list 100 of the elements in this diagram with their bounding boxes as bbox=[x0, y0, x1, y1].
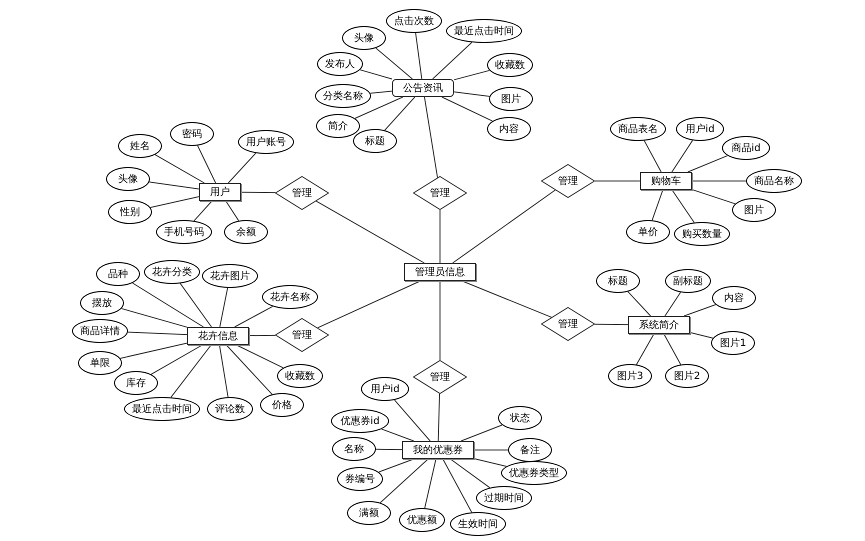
node-label: 单限 bbox=[90, 356, 110, 370]
node-label: 图片1 bbox=[720, 336, 746, 350]
attribute-ellipse bbox=[487, 117, 531, 141]
node-label: 管理 bbox=[292, 187, 312, 200]
node-label: 余额 bbox=[236, 226, 256, 239]
node-label: 简介 bbox=[328, 120, 348, 133]
attribute-ellipse bbox=[224, 220, 268, 244]
node-label: 满额 bbox=[359, 506, 379, 520]
connector-line bbox=[170, 344, 212, 398]
node-label: 内容 bbox=[724, 292, 744, 305]
attribute-ellipse bbox=[732, 198, 776, 222]
connector-line bbox=[684, 304, 716, 316]
attribute-ellipse bbox=[106, 167, 150, 191]
node-label: 购物车 bbox=[651, 174, 681, 188]
connector-line bbox=[236, 344, 284, 368]
connector-line bbox=[370, 90, 392, 94]
node-label: 公告资讯 bbox=[403, 82, 443, 95]
attribute-ellipse bbox=[78, 351, 122, 375]
node-label: 花卉名称 bbox=[270, 290, 310, 304]
attribute-ellipse bbox=[207, 397, 253, 421]
node-label: 优惠券类型 bbox=[509, 466, 559, 480]
connector-line bbox=[663, 334, 682, 365]
connector-line bbox=[121, 308, 188, 328]
connector-line bbox=[225, 200, 240, 222]
connector-line bbox=[644, 140, 662, 172]
connector-line bbox=[234, 306, 274, 328]
attribute-ellipse bbox=[80, 291, 124, 315]
connector-line bbox=[432, 42, 472, 80]
relationship-diamond bbox=[413, 176, 467, 210]
connector-line bbox=[180, 282, 212, 328]
node-label: 管理员信息 bbox=[415, 266, 465, 279]
attribute-ellipse bbox=[711, 331, 755, 355]
node-label: 状态 bbox=[510, 412, 530, 425]
entity-box bbox=[392, 79, 454, 97]
node-label: 副标题 bbox=[673, 274, 703, 288]
node-label: 单价 bbox=[638, 226, 658, 239]
connector-line bbox=[454, 70, 490, 80]
entity-box bbox=[404, 263, 476, 281]
attribute-ellipse bbox=[450, 512, 506, 536]
attribute-ellipse bbox=[156, 220, 212, 244]
attribute-ellipse bbox=[626, 220, 670, 244]
node-label: 管理 bbox=[292, 329, 312, 342]
connector-line bbox=[441, 96, 493, 122]
node-label: 管理 bbox=[430, 187, 450, 200]
entity-box bbox=[187, 327, 249, 345]
node-label: 过期时间 bbox=[484, 492, 524, 505]
entity-box bbox=[628, 316, 690, 334]
node-label: 最近点击时间 bbox=[132, 402, 192, 416]
connector-line bbox=[197, 145, 216, 184]
attribute-ellipse bbox=[332, 437, 376, 461]
node-label: 商品表名 bbox=[618, 122, 658, 136]
connector-line bbox=[248, 334, 276, 336]
attribute-ellipse bbox=[487, 53, 533, 77]
connector-line bbox=[452, 190, 556, 264]
connector-line bbox=[692, 180, 746, 182]
entity-box bbox=[402, 441, 474, 459]
attribute-ellipse bbox=[337, 467, 383, 491]
connector-line bbox=[150, 344, 203, 375]
node-label: 发布人 bbox=[325, 58, 355, 71]
node-label: 名称 bbox=[344, 443, 364, 456]
node-label: 商品id bbox=[731, 142, 761, 155]
attribute-ellipse bbox=[277, 364, 323, 388]
connector-line bbox=[692, 189, 736, 204]
node-label: 价格 bbox=[272, 398, 292, 412]
connector-line bbox=[690, 332, 714, 339]
connector-line bbox=[460, 424, 503, 442]
attribute-ellipse bbox=[489, 87, 533, 111]
node-label: 收藏数 bbox=[285, 370, 315, 383]
connector-line bbox=[376, 448, 402, 450]
connector-line bbox=[240, 192, 276, 194]
connector-line bbox=[218, 344, 229, 398]
connector-line bbox=[454, 91, 490, 97]
node-label: 券编号 bbox=[345, 472, 375, 486]
relationship-diamond bbox=[275, 176, 329, 210]
attribute-ellipse bbox=[262, 285, 318, 309]
attribute-ellipse bbox=[260, 393, 304, 417]
node-label: 用户id bbox=[685, 122, 715, 136]
node-label: 库存 bbox=[126, 376, 146, 390]
connector-line bbox=[120, 342, 188, 359]
attribute-ellipse bbox=[202, 264, 258, 288]
connector-line bbox=[317, 280, 421, 328]
connector-line bbox=[594, 180, 640, 182]
connector-line bbox=[442, 458, 472, 513]
node-label: 管理 bbox=[430, 371, 450, 384]
node-label: 手机号码 bbox=[164, 226, 204, 239]
attribute-ellipse bbox=[342, 26, 386, 50]
connector-line bbox=[424, 96, 438, 178]
attribute-ellipse bbox=[118, 134, 162, 158]
attribute-ellipse bbox=[610, 117, 666, 141]
relationship-diamond bbox=[275, 318, 329, 352]
node-label: 最近点击时间 bbox=[454, 24, 514, 38]
connector-line bbox=[687, 155, 728, 172]
node-label: 备注 bbox=[520, 444, 540, 457]
attribute-ellipse bbox=[665, 364, 709, 388]
attribute-ellipse bbox=[330, 409, 390, 433]
node-label: 密码 bbox=[182, 128, 202, 141]
connector-line bbox=[424, 458, 436, 509]
connector-line bbox=[380, 458, 429, 504]
relationship-diamond bbox=[413, 360, 467, 394]
attribute-ellipse bbox=[114, 371, 158, 395]
